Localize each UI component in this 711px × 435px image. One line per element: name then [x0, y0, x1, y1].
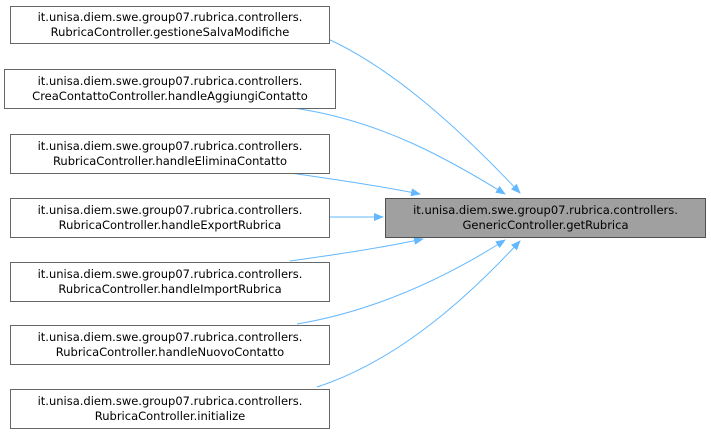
caller-node-handleEliminaContatto[interactable]: it.unisa.diem.swe.group07.rubrica.contro… [10, 134, 330, 174]
edge-handleEliminaContatto [289, 172, 421, 197]
node-method-label: CreaContattoController.handleAggiungiCon… [32, 89, 308, 103]
node-method-label: RubricaController.gestioneSalvaModifiche [50, 25, 290, 39]
node-method-label: RubricaController.handleNuovoContatto [55, 345, 285, 359]
node-package-label: it.unisa.diem.swe.group07.rubrica.contro… [413, 203, 678, 217]
node-package-label: it.unisa.diem.swe.group07.rubrica.contro… [37, 10, 303, 24]
node-package-label: it.unisa.diem.swe.group07.rubrica.contro… [37, 330, 303, 344]
caller-node-handleExportRubrica[interactable]: it.unisa.diem.swe.group07.rubrica.contro… [10, 198, 330, 238]
caller-node-gestioneSalvaModifiche[interactable]: it.unisa.diem.swe.group07.rubrica.contro… [10, 6, 330, 44]
node-package-label: it.unisa.diem.swe.group07.rubrica.contro… [37, 74, 303, 88]
edge-handleAggiungiContatto [292, 107, 506, 195]
caller-node-initialize[interactable]: it.unisa.diem.swe.group07.rubrica.contro… [10, 389, 330, 429]
node-package-label: it.unisa.diem.swe.group07.rubrica.contro… [37, 139, 303, 153]
node-package-label: it.unisa.diem.swe.group07.rubrica.contro… [37, 394, 303, 408]
edge-handleNuovoContatto [296, 239, 506, 325]
edge-handleImportRubrica [289, 236, 424, 262]
node-method-label: GenericController.getRubrica [462, 218, 629, 232]
node-package-label: it.unisa.diem.swe.group07.rubrica.contro… [37, 203, 303, 217]
caller-node-handleNuovoContatto[interactable]: it.unisa.diem.swe.group07.rubrica.contro… [10, 325, 330, 365]
node-method-label: RubricaController.handleImportRubrica [58, 282, 282, 296]
node-method-label: RubricaController.handleExportRubrica [58, 218, 282, 232]
caller-node-handleAggiungiContatto[interactable]: it.unisa.diem.swe.group07.rubrica.contro… [4, 69, 336, 109]
edge-initialize [316, 240, 521, 388]
node-method-label: RubricaController.initialize [94, 409, 246, 423]
caller-node-handleImportRubrica[interactable]: it.unisa.diem.swe.group07.rubrica.contro… [10, 262, 330, 302]
node-package-label: it.unisa.diem.swe.group07.rubrica.contro… [37, 267, 303, 281]
node-method-label: RubricaController.handleEliminaContatto [52, 154, 288, 168]
target-node-getRubrica[interactable]: it.unisa.diem.swe.group07.rubrica.contro… [385, 198, 706, 238]
